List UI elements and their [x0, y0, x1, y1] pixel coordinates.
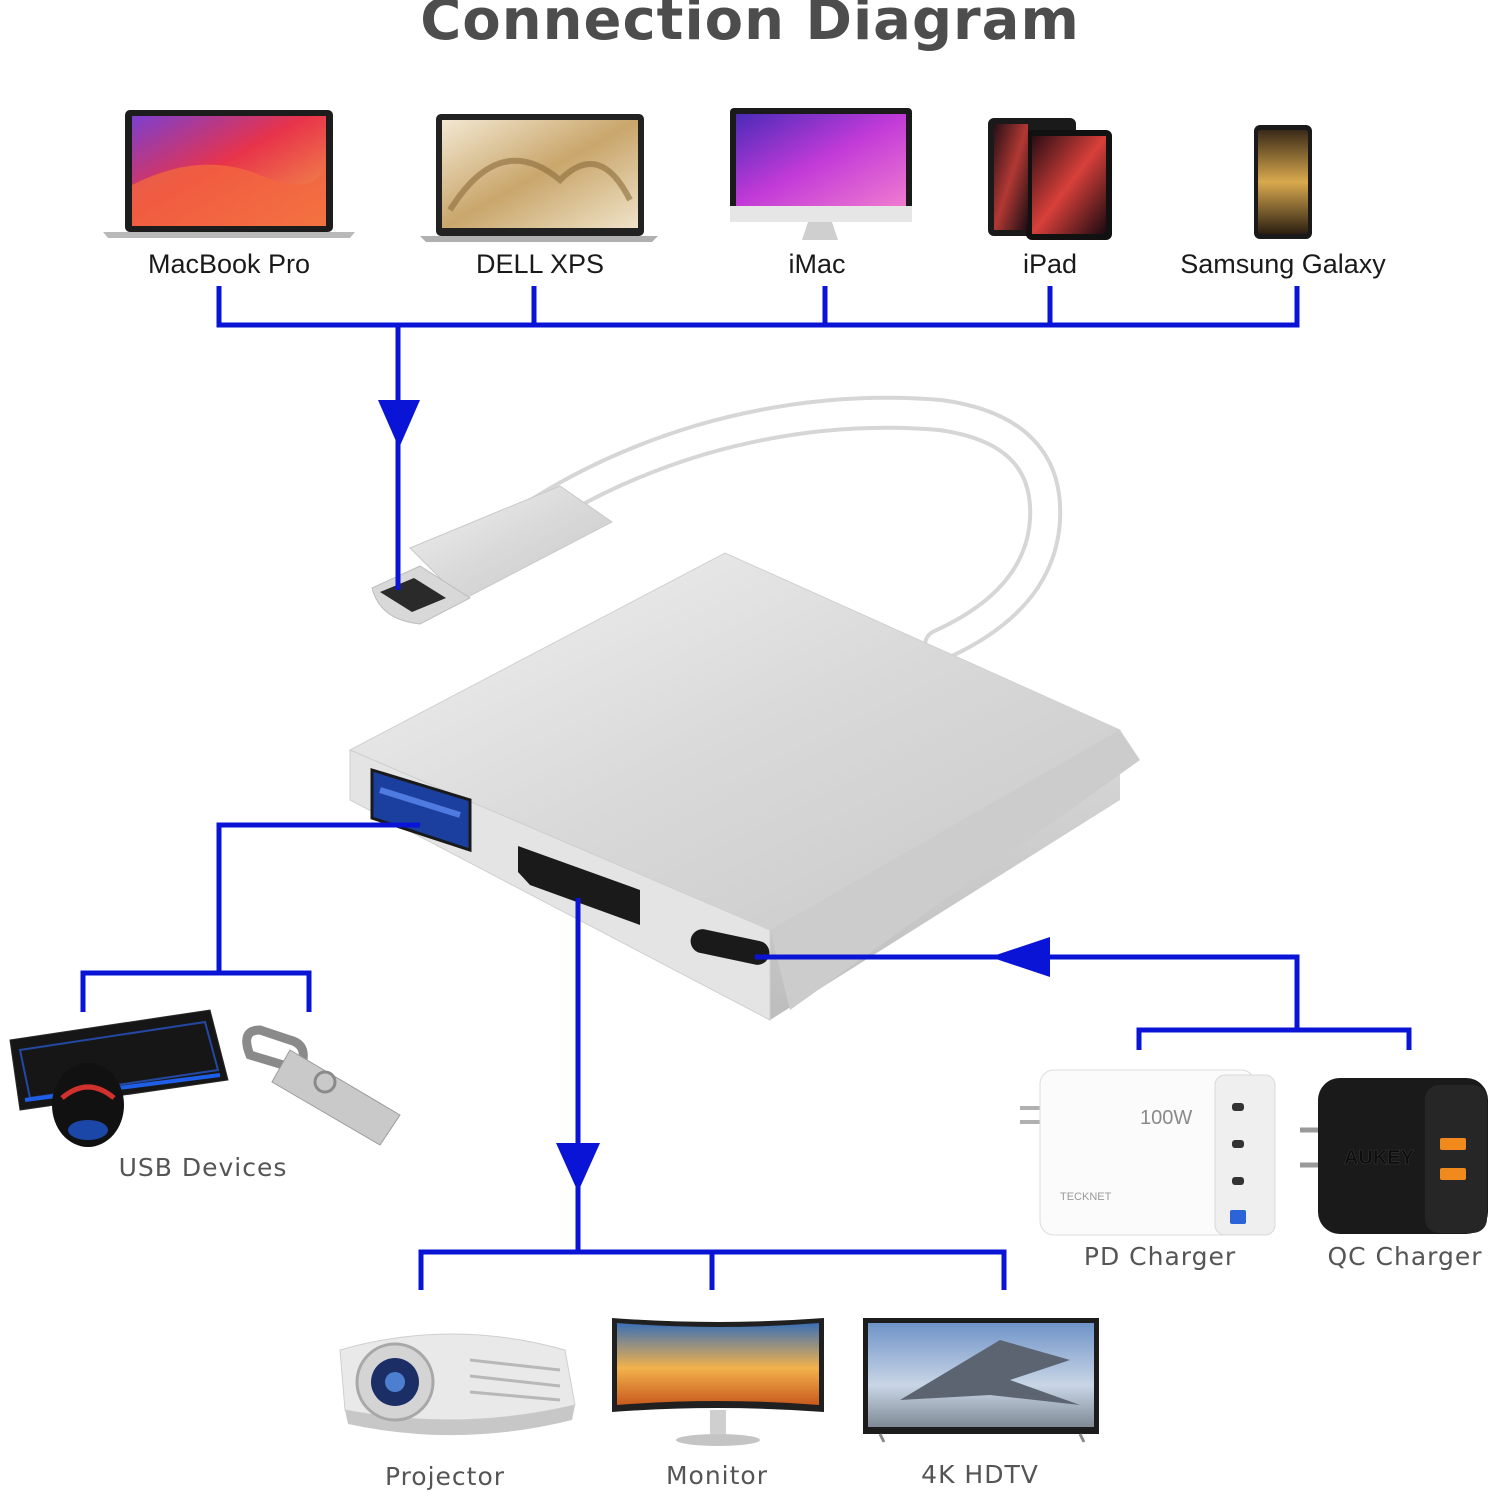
samsung-galaxy-phone-icon — [1254, 125, 1312, 239]
usb-flash-drive-icon — [242, 1025, 401, 1146]
source-label-samsung-galaxy: Samsung Galaxy — [1180, 249, 1386, 279]
qc-charger-label: QC Charger — [1327, 1242, 1483, 1271]
usb-c-plug — [371, 485, 613, 625]
connector-lines — [80, 286, 1412, 1290]
mouse-icon — [52, 1063, 124, 1147]
pd-charger-label: PD Charger — [1083, 1242, 1237, 1271]
macbook-pro-laptop-icon — [103, 110, 355, 238]
projector-icon — [339, 1333, 576, 1436]
usb-c-pd-port — [690, 929, 770, 965]
tv-icon — [863, 1318, 1099, 1443]
source-label-imac: iMac — [788, 249, 846, 279]
pd-charger-icon: 100W TECKNET — [1020, 1069, 1276, 1236]
source-label-macbook-pro: MacBook Pro — [147, 249, 311, 279]
arrow-down-to-displays — [556, 1143, 600, 1192]
display-label-projector: Projector — [384, 1462, 506, 1491]
charger-brand-text: TECKNET — [1060, 1191, 1112, 1203]
usb-devices-label: USB Devices — [118, 1153, 288, 1182]
source-label-dell-xps: DELL XPS — [475, 249, 605, 279]
source-label-ipad: iPad — [1022, 249, 1078, 279]
ipad-tablet-icon — [988, 118, 1112, 240]
display-label-monitor: Monitor — [665, 1461, 769, 1490]
qc-charger-icon: AUKEY — [1300, 1078, 1488, 1234]
arrow-left-to-hub — [990, 937, 1050, 977]
usb-c-hub-icon — [348, 395, 1140, 1021]
monitor-icon — [612, 1318, 824, 1446]
arrow-down-to-hub — [378, 400, 420, 448]
charger-brand-text: AUKEY — [1344, 1147, 1415, 1169]
imac-desktop-icon — [730, 108, 912, 240]
usb-a-port — [370, 767, 472, 853]
connector-arrows — [378, 400, 1050, 1192]
charger-wattage-text: 100W — [1140, 1107, 1192, 1129]
hdmi-port — [518, 846, 640, 925]
display-label-4k-hdtv: 4K HDTV — [921, 1460, 1039, 1489]
diagram-title: Connection Diagram — [420, 0, 1080, 53]
dell-xps-laptop-icon — [420, 114, 658, 242]
